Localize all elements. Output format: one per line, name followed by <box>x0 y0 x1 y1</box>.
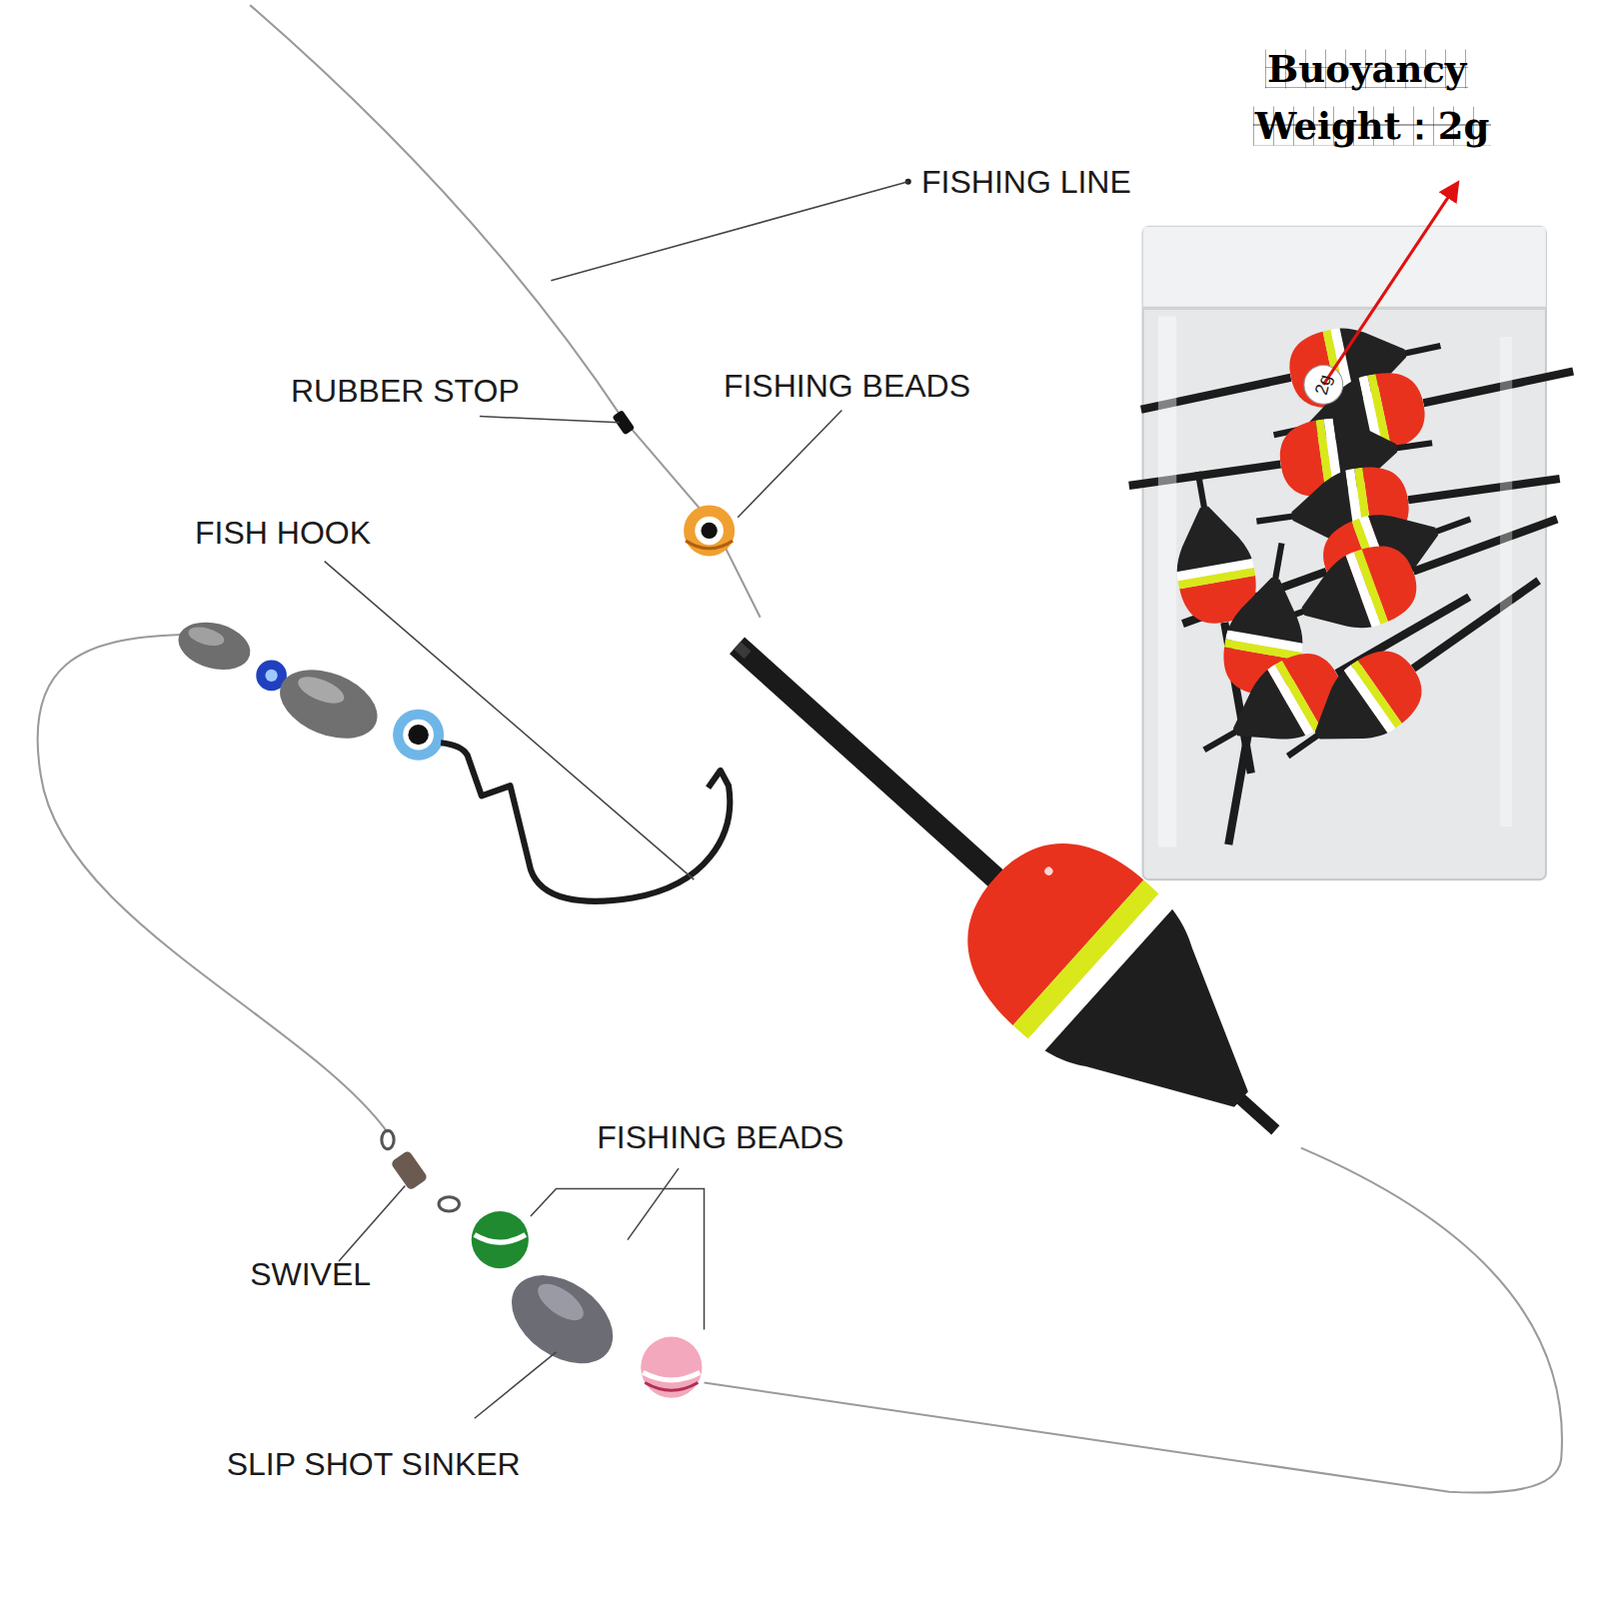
weight-spec: Weight：2g <box>1253 105 1493 145</box>
part-name: RUBBER STOP <box>290 374 520 407</box>
part-name: FISHING BEADS <box>596 1121 844 1154</box>
part-name: SLIP SHOT SINKER <box>226 1448 521 1481</box>
part-name: FISHING BEADS <box>723 369 971 402</box>
part-name: SWIVEL <box>249 1258 371 1291</box>
buoyancy-heading: Buoyancy <box>1265 49 1469 89</box>
part-name: FISH HOOK <box>194 516 371 549</box>
part-name: FISHING LINE <box>921 165 1132 198</box>
weight-sticker: 2g <box>1312 372 1336 397</box>
